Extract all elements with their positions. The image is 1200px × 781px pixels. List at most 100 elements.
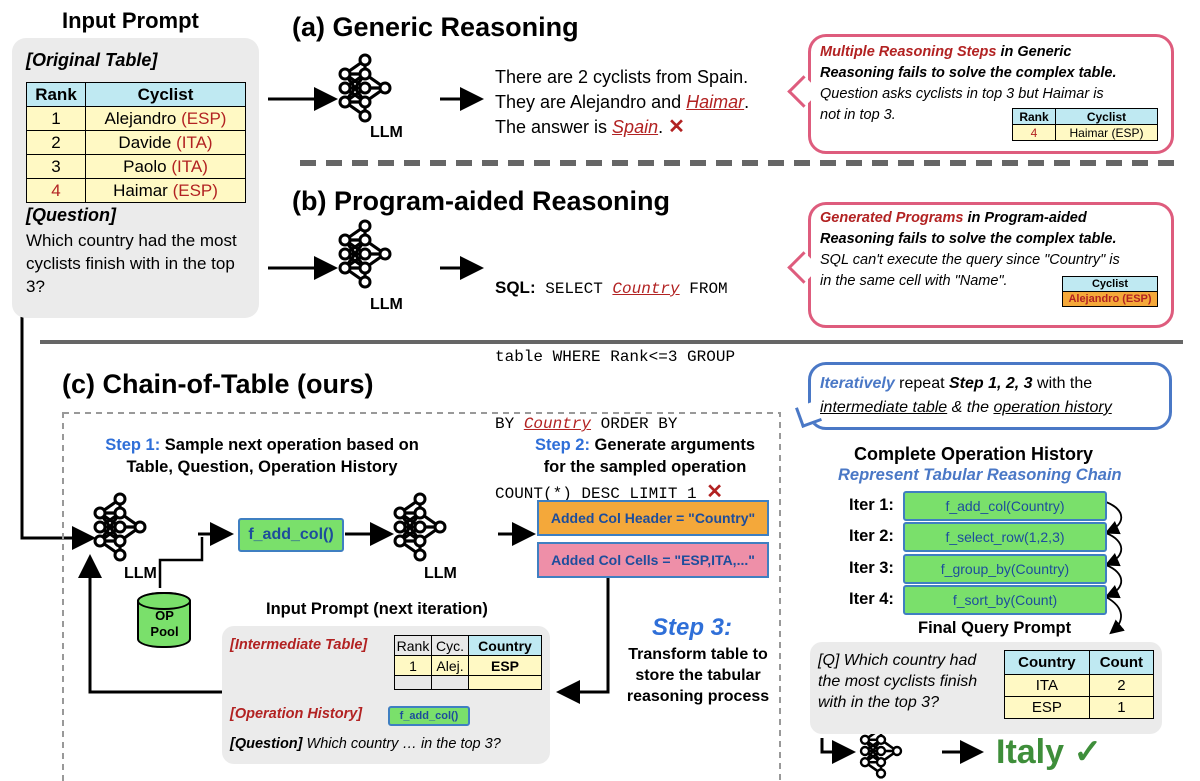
cyclist-cell: Davide (ITA) (85, 130, 246, 155)
mini-header-cyclist: Cyclist (1055, 108, 1158, 125)
iter-op-3: f_group_by(Country) (903, 554, 1107, 584)
sql-line-2: table WHERE Rank<=3 GROUP (495, 347, 736, 366)
sql-line-3: BY Country ORDER BY (495, 413, 735, 436)
sql-from: FROM (679, 280, 728, 298)
sql-line-4: COUNT(*) DESC LIMIT 1 ✕ (495, 481, 735, 506)
critique-b-line-1: Generated Programs in Program-aided (820, 208, 1162, 229)
table-row: 3 Paolo (ITA) (26, 154, 246, 179)
history-op-f-add-col: f_add_col() (388, 706, 470, 726)
result-cell-country: ESP (1004, 696, 1090, 719)
step3-line-1: Transform table to (628, 646, 768, 663)
int-header-rank: Rank (394, 635, 432, 656)
llm-network-icon-a (338, 53, 392, 123)
question-text: Which country had the most cyclists fini… (26, 231, 237, 296)
cyclist-name: Davide (118, 132, 177, 152)
sql-country-2: Country (523, 415, 592, 433)
cyclist-cell: Haimar (ESP) (85, 178, 246, 203)
next-question: [Question] Which country … in the top 3? (230, 736, 501, 752)
original-table: Rank Cyclist 1 Alejandro (ESP) 2 Davide … (26, 82, 246, 203)
generic-answer: There are 2 cyclists from Spain. They ar… (495, 65, 749, 140)
final-q-line-2: the most cyclists finish (818, 673, 978, 690)
program-critique-text: Generated Programs in Program-aided Reas… (820, 208, 1162, 292)
operation-history-label: [Operation History] (230, 706, 363, 722)
cyclist-cell: Paolo (ITA) (85, 154, 246, 179)
cyclist-name: Alejandro (104, 108, 182, 128)
int-cell-empty (468, 675, 542, 690)
llm-network-icon-b (338, 219, 392, 289)
critique-a-rest: in Generic (996, 44, 1072, 60)
sql-country-1: Country (612, 280, 680, 298)
cyclist-name: Paolo (123, 156, 172, 176)
iter-op-1: f_add_col(Country) (903, 491, 1107, 521)
rank-cell: 4 (26, 178, 86, 203)
cyclist-cell: Alejandro (ESP) (85, 106, 246, 131)
sampled-op-f-add-col: f_add_col() (238, 518, 344, 552)
program-aided-title: (b) Program-aided Reasoning (292, 186, 671, 216)
arg-cells-box: Added Col Cells = "ESP,ITA,..." (537, 542, 769, 578)
final-q-line-3: with in the top 3? (818, 694, 939, 711)
result-cell-count: 1 (1088, 696, 1155, 719)
iter-label-3: Iter 3: (849, 559, 894, 577)
critique-b-mini-table: Cyclist Alejandro (ESP) (1062, 276, 1158, 307)
llm-network-icon-c2 (393, 492, 447, 562)
generic-line-1: There are 2 cyclists from Spain. (495, 67, 749, 87)
step3-line-3: reasoning process (626, 688, 770, 705)
generic-line-3-end: . (658, 117, 664, 137)
step3-line-2: store the tabular (635, 667, 761, 684)
mini-cell-rank: 4 (1012, 124, 1056, 141)
next-question-label: [Question] (230, 736, 303, 752)
mini-cell-cyclist: Alejandro (ESP) (1062, 291, 1158, 307)
sql-order: ORDER BY (591, 415, 678, 433)
iterate-intermediate: intermediate table (820, 399, 948, 416)
history-subtitle: Represent Tabular Reasoning Chain (838, 466, 1122, 484)
mini-header-cyclist: Cyclist (1062, 276, 1158, 292)
critique-b-red: Generated Programs (820, 210, 964, 226)
sql-line-1: SQL: SELECT Country FROM (495, 277, 735, 301)
cyclist-country: (ITA) (176, 132, 213, 152)
input-next-title: Input Prompt (next iteration) (266, 600, 488, 618)
step1-line-2: Table, Question, Operation History (126, 458, 398, 476)
iter-op-4: f_sort_by(Count) (903, 585, 1107, 615)
sql-by: BY (495, 415, 524, 433)
critique-b-rest: in Program-aided (963, 210, 1087, 226)
critique-a-line-3: Question asks cyclists in top 3 but Haim… (820, 86, 1104, 102)
history-title: Complete Operation History (854, 444, 1094, 464)
cyclist-name: Haimar (113, 180, 173, 200)
generic-line-3-text: The answer is (495, 117, 613, 137)
generic-line-3: The answer is Spain. ✕ (495, 115, 749, 140)
final-query-title: Final Query Prompt (918, 619, 1072, 637)
critique-a-line-4: not in top 3. (820, 107, 896, 123)
sql-label: SQL: (495, 278, 536, 297)
step2-text: Generate arguments (589, 436, 756, 454)
result-header-country: Country (1004, 650, 1090, 675)
iterate-bubble (808, 362, 1172, 430)
iter-op-2: f_select_row(1,2,3) (903, 522, 1107, 552)
result-cell-count: 2 (1088, 674, 1155, 697)
generic-haimar: Haimar (686, 92, 745, 112)
int-cell-rank: 1 (394, 655, 432, 676)
op-pool-label: OP Pool (137, 608, 192, 640)
critique-b-line-3: SQL can't execute the query since "Count… (820, 252, 1120, 268)
intermediate-table: Rank Cyc. Country 1 Alej. ESP (394, 635, 542, 690)
critique-b-line-2: Reasoning fails to solve the complex tab… (820, 231, 1117, 247)
table-row: 2 Davide (ITA) (26, 130, 246, 155)
int-header-country: Country (468, 635, 542, 656)
rank-cell: 3 (26, 154, 86, 179)
iterate-text: Iteratively repeat Step 1, 2, 3 with the… (820, 372, 1160, 420)
generic-line-2-end: . (744, 92, 750, 112)
chain-of-table-title: (c) Chain-of-Table (ours) (62, 369, 374, 399)
iterate-steps: Step 1, 2, 3 (948, 375, 1033, 392)
iterate-amp: & the (947, 399, 994, 416)
step2-line-2: for the sampled operation (543, 458, 747, 476)
sql-count: COUNT(*) DESC LIMIT 1 (495, 484, 697, 503)
op-pool-top (137, 592, 191, 610)
generic-reasoning-title: (a) Generic Reasoning (292, 12, 579, 42)
intermediate-table-label: [Intermediate Table] (230, 637, 368, 653)
critique-a-line-1: Multiple Reasoning Steps in Generic (820, 42, 1160, 63)
iterate-blue: Iteratively (820, 375, 895, 392)
llm-network-icon-c1 (93, 492, 147, 562)
iter-label-2: Iter 2: (849, 527, 894, 545)
step1-caption: Step 1: Sample next operation based on T… (82, 434, 442, 478)
